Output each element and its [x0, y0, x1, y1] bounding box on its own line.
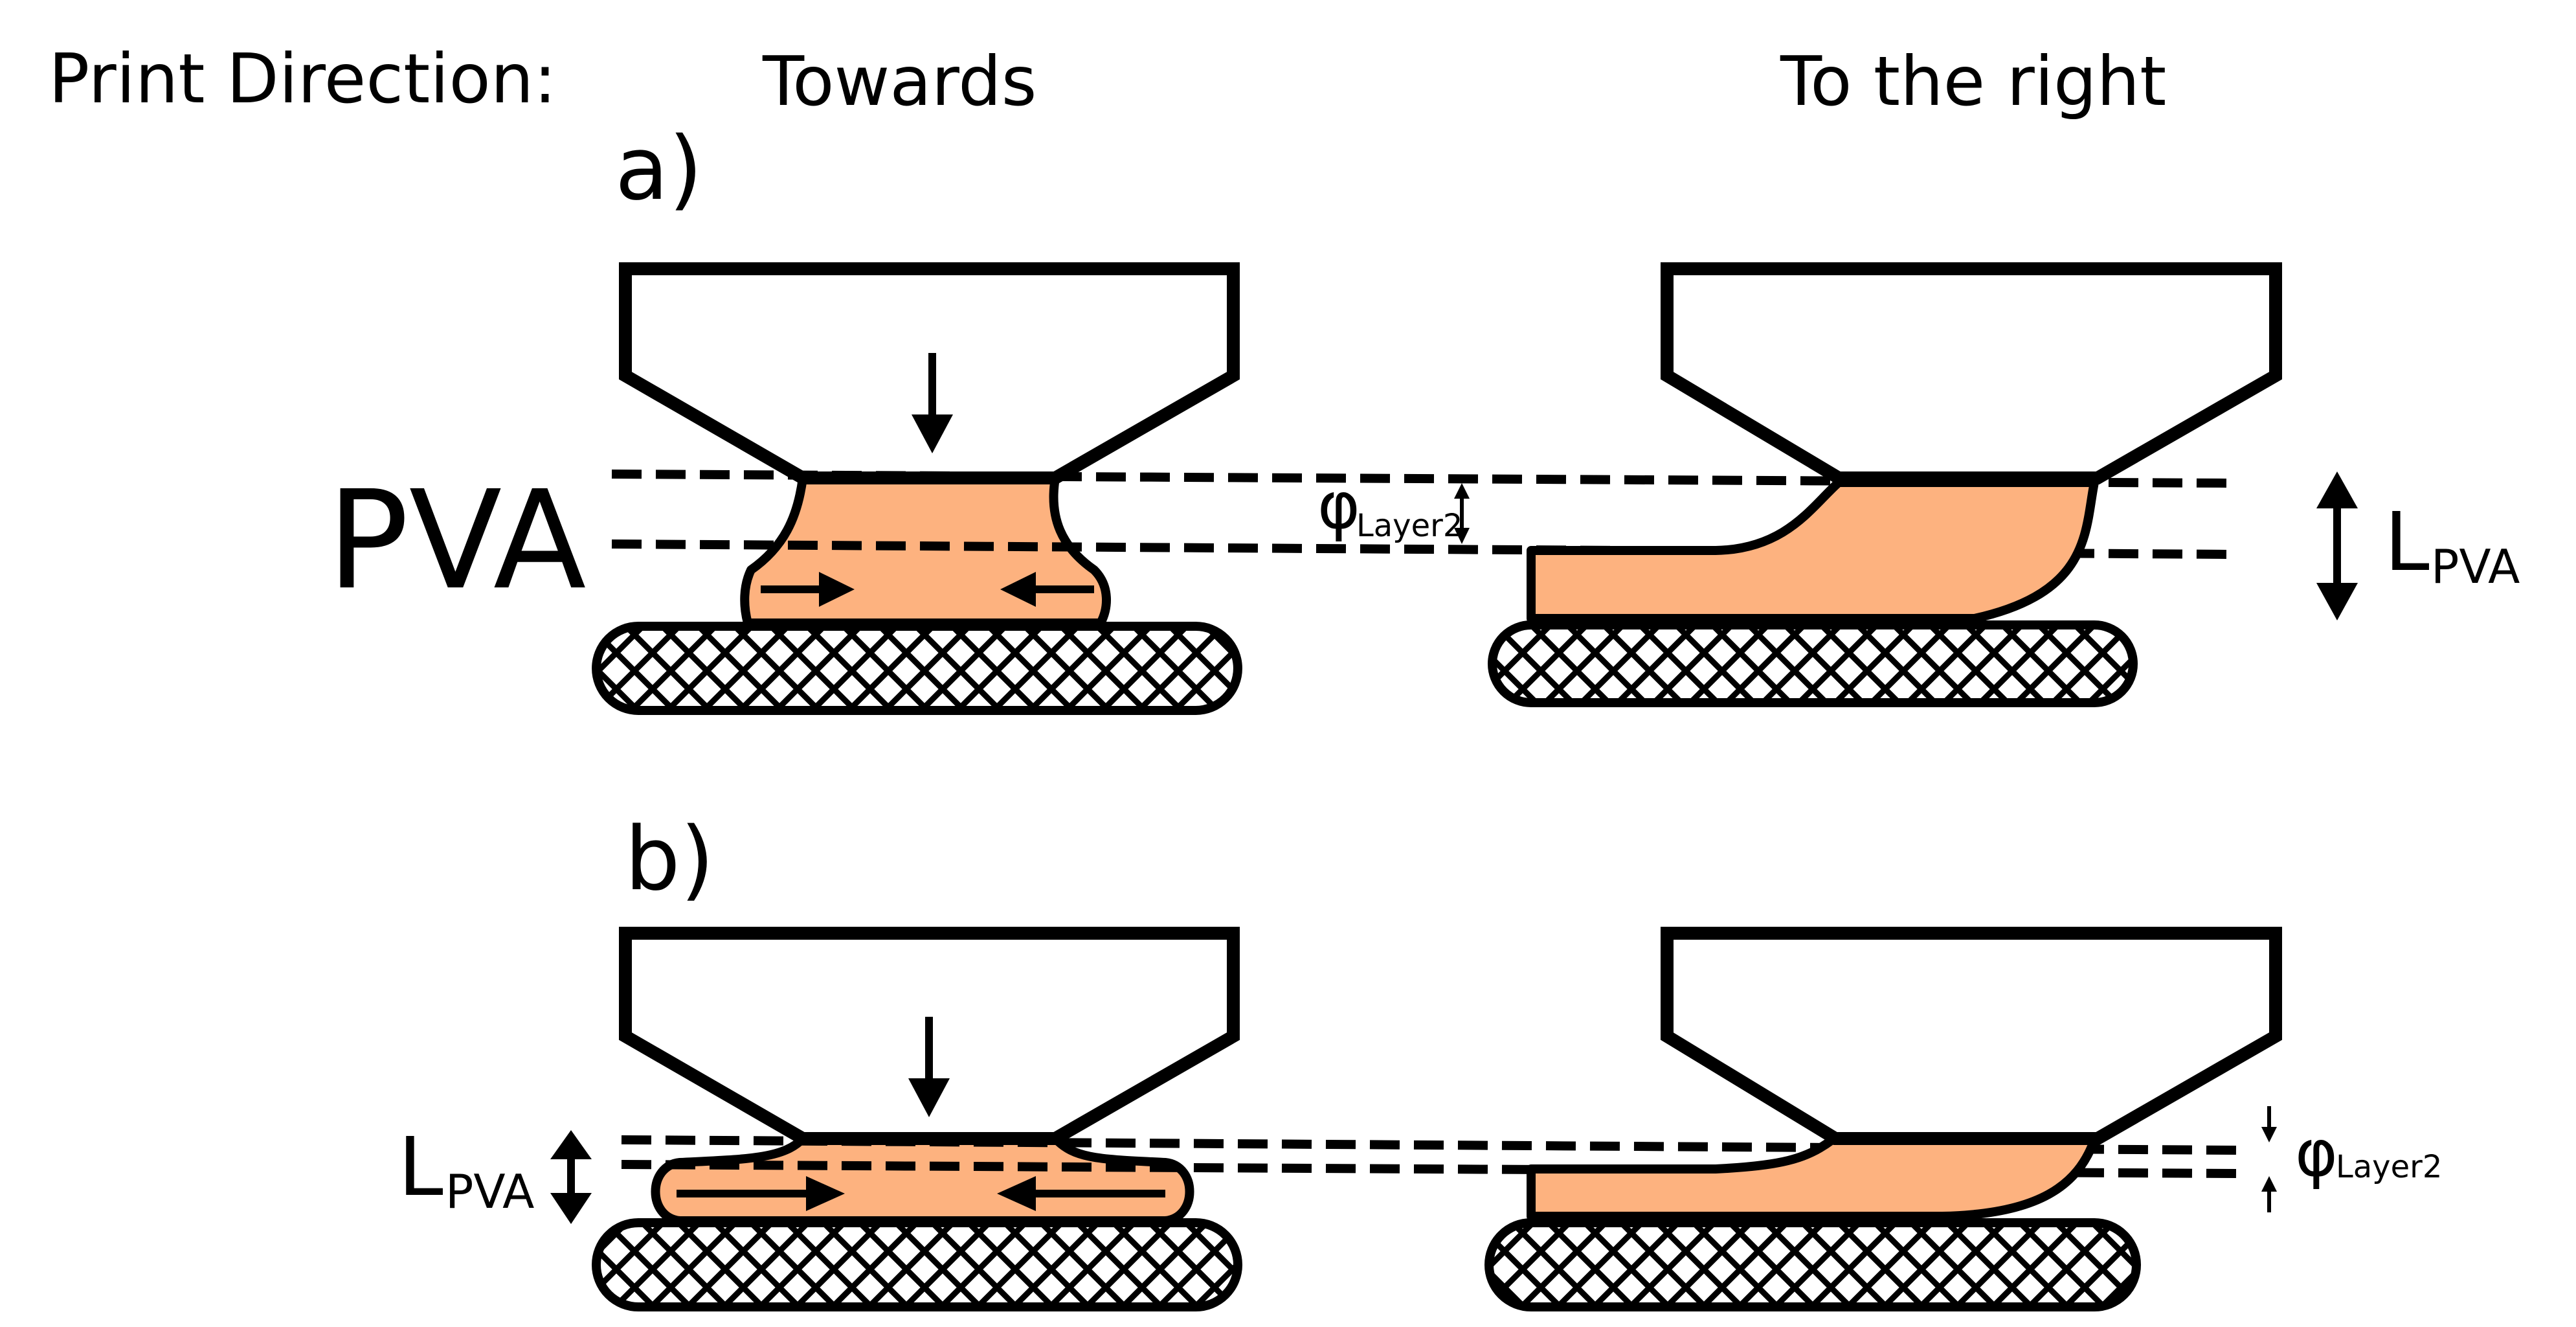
phi-subscript: Layer2: [1356, 508, 1462, 544]
panel-a: a) PVA φ Layer2: [327, 118, 2520, 715]
panel-a-towards-setup: [592, 262, 1242, 715]
print-direction-label: Print Direction:: [49, 40, 557, 119]
l-subscript: PVA: [2431, 539, 2520, 594]
panel-b-label: b): [625, 808, 714, 910]
pva-droplet: [651, 1134, 1194, 1225]
down-arrow: [912, 353, 953, 453]
inward-arrows: [2261, 1106, 2277, 1212]
pva-deposit: [1527, 1135, 2099, 1221]
print-bed: [1484, 1218, 2141, 1311]
print-bed: [1488, 620, 2138, 707]
right-arrow: [761, 572, 855, 607]
l-symbol: L: [2384, 495, 2430, 589]
l-subscript: PVA: [445, 1164, 534, 1219]
column-title-towards: Towards: [762, 42, 1036, 121]
panel-b-towards-setup: [592, 927, 1242, 1311]
left-arrow: [997, 1176, 1165, 1211]
down-arrow: [908, 1017, 950, 1117]
double-arrow-small: [1454, 483, 1470, 544]
phi-symbol: φ: [1317, 468, 1360, 543]
nozzle: [1661, 927, 2282, 1145]
nozzle: [1661, 262, 2282, 484]
l-pva-annotation: L PVA: [2316, 471, 2520, 620]
right-arrow: [677, 1176, 845, 1211]
print-bed: [592, 1218, 1242, 1311]
panel-b-right-setup: [1484, 927, 2282, 1311]
pva-deposit: [1527, 478, 2099, 623]
double-arrow-large: [2316, 471, 2358, 620]
phi-subscript: Layer2: [2336, 1149, 2442, 1185]
phi-layer2-annotation: φ Layer2: [2261, 1106, 2442, 1212]
panel-a-right-setup: [1488, 262, 2282, 707]
material-label-pva: PVA: [327, 461, 587, 620]
panel-a-label: a): [615, 118, 702, 220]
l-pva-annotation: L PVA: [398, 1120, 592, 1224]
column-title-to-the-right: To the right: [1780, 42, 2166, 121]
phi-layer2-annotation: φ Layer2: [1317, 468, 1470, 544]
print-bed: [592, 622, 1242, 715]
phi-symbol: φ: [2295, 1115, 2338, 1191]
l-symbol: L: [398, 1120, 443, 1214]
double-arrow-large: [550, 1130, 592, 1224]
left-arrow: [1000, 572, 1094, 607]
panel-b: b) L PVA: [398, 808, 2442, 1311]
